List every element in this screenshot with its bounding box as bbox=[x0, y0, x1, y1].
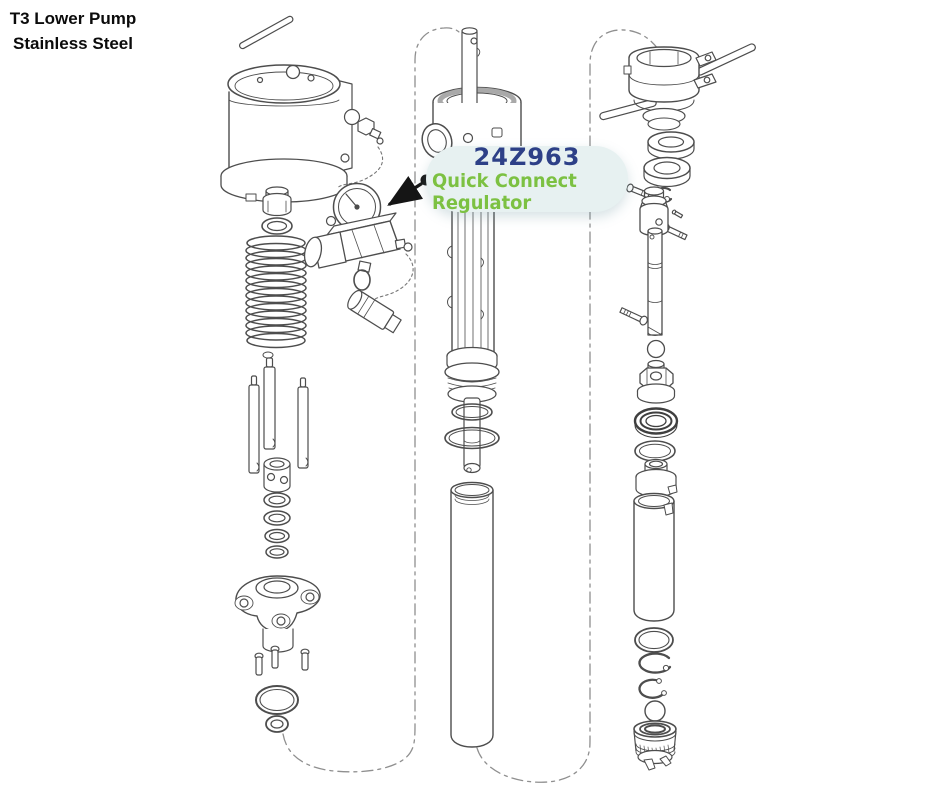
coupling-nut-icon bbox=[263, 457, 291, 493]
spring-icon bbox=[245, 235, 307, 359]
connector-line-right bbox=[476, 29, 659, 783]
check-ball-icon bbox=[644, 700, 666, 722]
page-title-line2: Stainless Steel bbox=[12, 34, 133, 53]
o-ring-large-icon bbox=[255, 685, 299, 715]
left-assembly bbox=[220, 15, 414, 733]
packing-rings-icon bbox=[643, 131, 695, 188]
mounting-bolts-icon bbox=[254, 645, 310, 676]
part-number: 24Z963 bbox=[473, 143, 581, 171]
tri-clamp-icon bbox=[599, 43, 756, 131]
washer-stack-icon bbox=[263, 492, 291, 559]
o-rings-icon bbox=[444, 403, 500, 450]
seal-ring-icon bbox=[633, 407, 679, 439]
pump-mount-icon bbox=[234, 575, 321, 653]
air-motor-icon bbox=[220, 64, 353, 204]
piston-rod-right-icon bbox=[647, 227, 663, 336]
cylinder-sleeve-icon bbox=[633, 492, 675, 622]
inlet-fitting-icon bbox=[336, 108, 384, 189]
o-ring-small-icon bbox=[261, 217, 293, 235]
tie-rods-icon bbox=[248, 357, 309, 474]
piston-guide-icon bbox=[635, 458, 678, 498]
piston-valve-icon bbox=[636, 359, 676, 404]
part-name-label: Quick Connect Regulator bbox=[432, 170, 577, 214]
pump-cylinder-icon bbox=[450, 481, 494, 748]
rod-coupler-icon bbox=[639, 186, 669, 237]
seal-washer-icon bbox=[265, 715, 289, 733]
page-title-line1: T3 Lower Pump bbox=[9, 9, 137, 28]
right-assembly bbox=[599, 43, 756, 771]
adapter-fitting-icon bbox=[262, 186, 292, 217]
finned-rod-assembly-icon bbox=[444, 205, 500, 403]
connecting-rod-icon bbox=[463, 397, 481, 474]
intake-valve-icon bbox=[633, 720, 677, 771]
callout-arrow-line bbox=[387, 175, 424, 206]
part-callout: 24Z963 Quick Connect Regulator bbox=[426, 143, 628, 214]
o-ring-right-icon bbox=[634, 440, 676, 462]
page-title: T3 Lower Pump Stainless Steel bbox=[2, 6, 144, 56]
center-assembly bbox=[421, 27, 522, 748]
hose-fitting-icon bbox=[347, 289, 402, 334]
pin-rod-icon bbox=[239, 15, 294, 50]
retaining-clips-icon bbox=[638, 652, 672, 699]
ball-small-icon bbox=[646, 339, 666, 359]
regulator-icon bbox=[303, 182, 414, 303]
o-ring-bottom-icon bbox=[634, 627, 674, 653]
